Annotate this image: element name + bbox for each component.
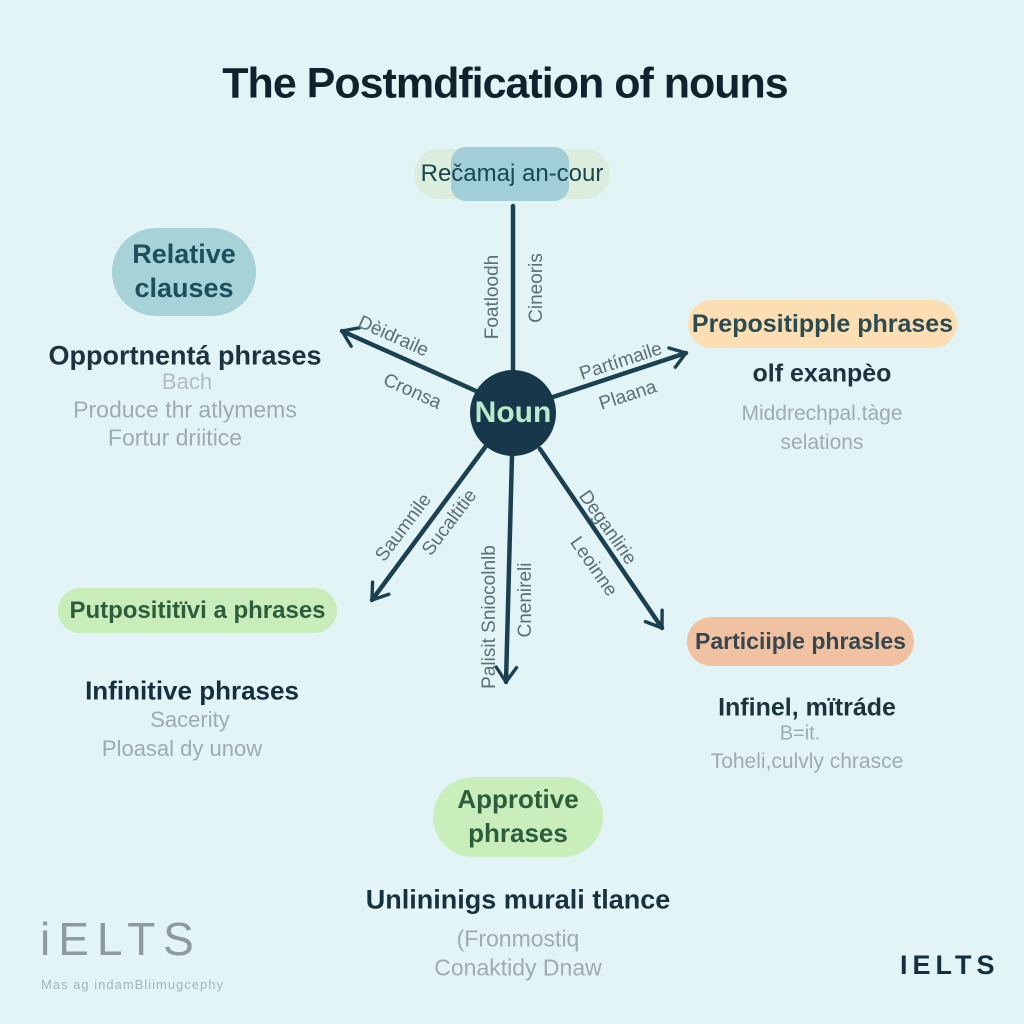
infinitive-heading: Infinitive phrases [85, 675, 299, 706]
participle-sub-2: Toheli,culvly chrasce [710, 750, 904, 773]
ielts-logo-navy: IELTS [900, 950, 1000, 980]
edge-upleft [339, 326, 479, 394]
infinitive-sub-2: Ploasal dy unow [101, 736, 263, 761]
appositive-pill-label: Approtive phrases [457, 784, 579, 848]
edge-down [494, 452, 519, 685]
prepositional-heading: olf exanpèo [752, 359, 892, 388]
appositive-sub-1: (Fronmostiq [456, 925, 580, 952]
participle-heading: Infinel, mïtráde [718, 693, 896, 722]
edge-downright [537, 446, 665, 631]
noun-node-label: Noun [474, 396, 552, 429]
noun-node [470, 370, 556, 456]
ielts-logo-tagline: Mas ag indamBliimugcephy [41, 977, 224, 992]
edge-label-up-left: Foatloodh [482, 254, 503, 340]
appositive-heading: Unlininigs murali tlance [365, 884, 671, 915]
infinitive-pill: Putposititïvi a phrases [58, 588, 337, 633]
prepositional-pill-label: Prepositipple phrases [691, 309, 954, 338]
infinitive-pill-label: Putposititïvi a phrases [69, 596, 326, 624]
relative-sub-1: Bach [161, 369, 213, 394]
relative-heading: Opportnentá phrases [48, 340, 322, 371]
top-node-pill [451, 147, 569, 201]
edge-label-down-left: Palisit Sniocolnlb [479, 545, 500, 689]
top-node-label: Rečamaj an-cour [420, 160, 604, 187]
prepositional-pill: Prepositipple phrases [688, 300, 957, 348]
participle-sub-1: B=it. [779, 722, 821, 745]
prepositional-sub-1: Middrechpal.tàge [741, 402, 903, 425]
relative-clauses-pill-label: Relative clauses [132, 239, 236, 303]
prepositional-sub-2: selations [780, 431, 864, 454]
relative-sub-3: Fortur driitice [107, 424, 243, 451]
edge-downleft [369, 443, 489, 603]
relative-sub-2: Produce thr atlymems [73, 396, 297, 423]
infinitive-sub-1: Sacerity [150, 707, 230, 732]
edge-label-down-right: Cnenireli [515, 562, 536, 638]
edge-upright [550, 346, 689, 400]
appositive-sub-2: Conaktidy Dnaw [434, 954, 602, 981]
diagram-title: The Postmdfication of nouns [222, 59, 788, 108]
relative-clauses-pill: Relative clauses [112, 228, 256, 316]
participle-pill-label: Particiiple phrasles [695, 628, 906, 654]
ielts-logo-gray: iELTS [40, 913, 202, 965]
participle-pill: Particiiple phrasles [687, 617, 914, 666]
appositive-pill: Approtive phrases [433, 777, 603, 857]
edge-label-up-right: Cineoris [526, 253, 547, 323]
